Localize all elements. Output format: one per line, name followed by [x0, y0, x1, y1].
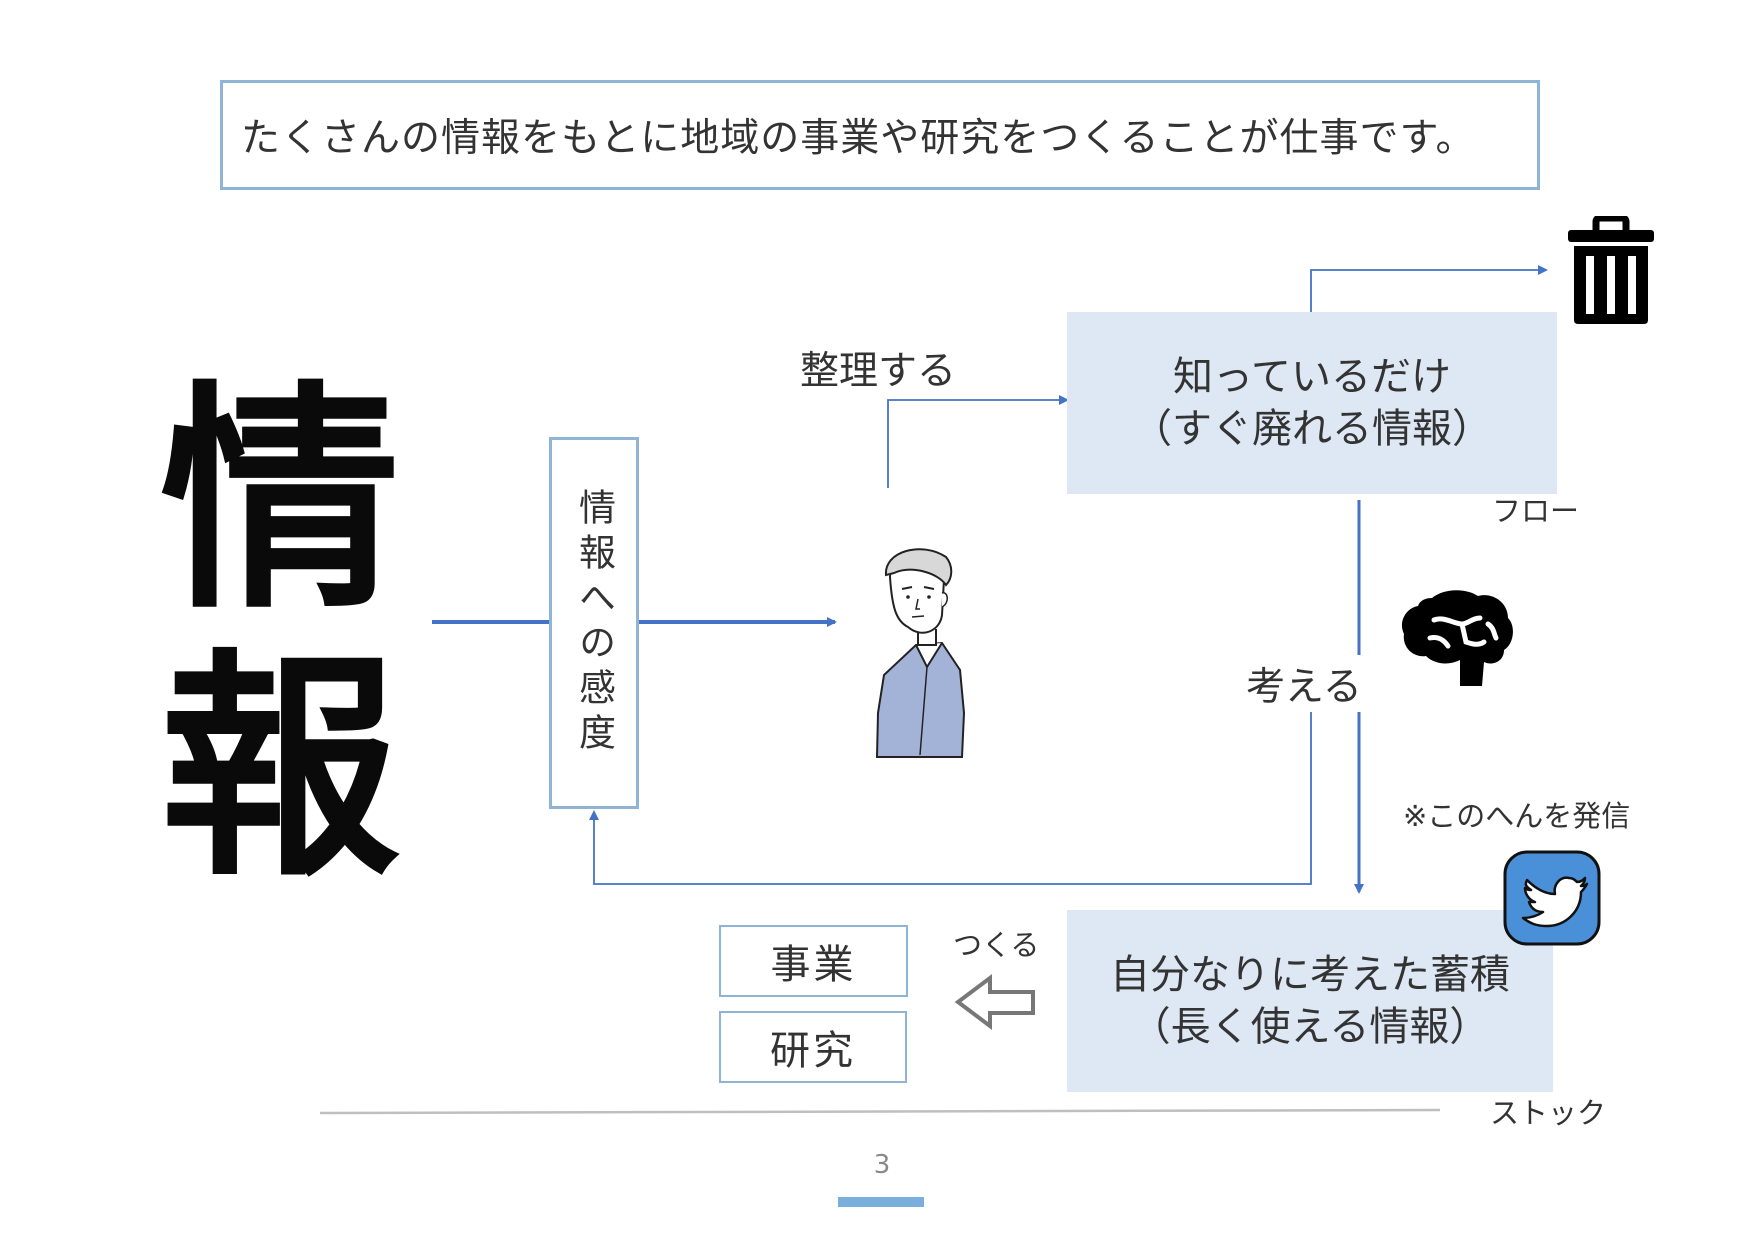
big-kanji-hou: 報	[160, 627, 401, 909]
headline-box: たくさんの情報をもとに地域の事業や研究をつくることが仕事です。	[220, 80, 1540, 190]
output-research-text: 研究	[770, 1028, 856, 1074]
organize-arrow	[887, 395, 1069, 488]
output-business-text: 事業	[770, 942, 857, 988]
stock-box-line1: 自分なりに考えた蓄積	[1110, 952, 1510, 998]
flow-box-line2: （すぐ廃れる情報）	[1132, 406, 1492, 452]
headline-text: たくさんの情報をもとに地域の事業や研究をつくることが仕事です。	[241, 116, 1476, 161]
think-label: 考える	[1246, 665, 1362, 710]
flow-box: 知っているだけ （すぐ廃れる情報）	[1067, 312, 1557, 494]
page-indicator-bar	[838, 1197, 924, 1207]
stock-box: 自分なりに考えた蓄積 （長く使える情報）	[1067, 910, 1553, 1092]
output-business-box: 事業	[719, 925, 908, 997]
flow-box-line1: 知っているだけ	[1173, 354, 1451, 400]
sensitivity-text: 情報への感度	[572, 488, 616, 758]
trash-icon	[1568, 216, 1654, 324]
hollow-arrow-left-icon	[954, 974, 1035, 1030]
publish-note: ※このへんを発信	[1403, 799, 1631, 833]
footer-divider	[319, 1108, 1441, 1115]
stock-box-line2: （長く使える情報）	[1130, 1004, 1490, 1050]
flow-label: フロー	[1492, 494, 1580, 528]
stock-label: ストック	[1490, 1096, 1607, 1130]
sensitivity-box: 情報への感度	[549, 437, 639, 809]
brain-icon	[1401, 590, 1513, 686]
feedback-arrow	[589, 712, 1312, 885]
discard-arrow	[1310, 265, 1548, 312]
twitter-icon	[1503, 850, 1601, 946]
big-kanji-jou: 情	[160, 359, 401, 641]
output-research-box: 研究	[719, 1011, 907, 1083]
person-illustration	[875, 548, 966, 758]
create-label: つくる	[953, 928, 1040, 962]
organize-label: 整理する	[800, 349, 957, 394]
page-number: 3	[873, 1150, 891, 1180]
